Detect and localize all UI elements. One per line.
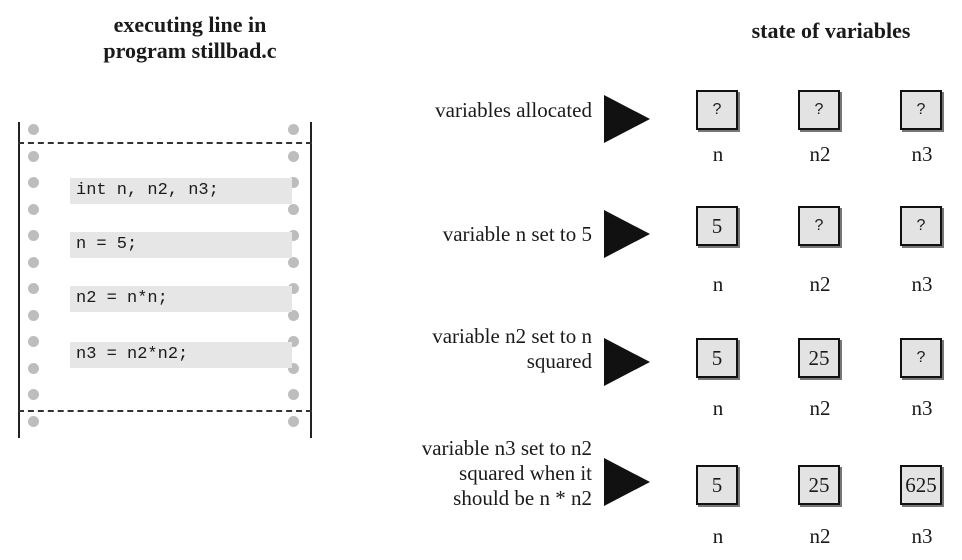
step-label: variables allocated [435,98,592,123]
code-line: n3 = n2*n2; [70,342,292,368]
step-label-line: variable n3 set to n2 [421,436,592,460]
sprocket-hole [28,309,39,321]
variable-value: ? [916,101,926,118]
variable-value: ? [814,217,824,234]
step-label-line: variables allocated [435,98,592,122]
variable-value: 5 [711,213,723,238]
variable-box: 5 [696,465,738,505]
step-label-line: variable n set to 5 [442,222,592,246]
program-listing: int n, n2, n3; n = 5; n2 = n*n; n3 = n2*… [18,122,312,438]
sprocket-hole [288,415,299,427]
sprocket-hole [28,389,39,400]
sprocket-hole [28,203,39,215]
variable-name: n [712,524,724,548]
variable-name: n [712,142,724,166]
variable-name: n3 [911,142,933,166]
sprocket-hole [28,124,39,135]
sprocket-hole [28,336,39,347]
variable-box: 5 [696,206,738,246]
variable-value: ? [916,349,926,366]
code-line: int n, n2, n3; [70,178,292,204]
left-heading: executing line in program stillbad.c [40,12,340,64]
step-label-line: should be n * n2 [453,486,592,510]
sprocket-hole [288,203,299,215]
sprocket-hole [28,283,39,294]
variable-box: ? [900,338,942,378]
sprocket-hole [288,124,299,135]
strip-top-tear-line [18,142,312,144]
variable-name: n3 [911,524,933,548]
variable-box: ? [696,90,738,130]
sprocket-hole [28,362,39,374]
right-heading: state of variables [751,18,911,43]
variable-value: 5 [711,345,723,370]
variable-value: 25 [808,472,830,497]
sprocket-hole [288,309,299,321]
variable-name: n2 [809,272,831,296]
variable-name: n3 [911,396,933,420]
variable-box: ? [798,90,840,130]
variable-name: n2 [809,396,831,420]
sprocket-hole [288,336,299,347]
sprocket-hole [28,256,39,268]
sprocket-hole [288,283,299,294]
sprocket-hole [28,230,39,241]
code-line: n = 5; [70,232,292,258]
left-heading-line-1: executing line in [113,12,267,37]
variable-box: ? [900,206,942,246]
variable-box: 5 [696,338,738,378]
variable-value: ? [916,217,926,234]
variable-value: 25 [808,345,830,370]
step-arrow-icon [604,95,650,143]
sprocket-hole [288,256,299,268]
variable-box: ? [798,206,840,246]
strip-right-edge [310,122,312,438]
variable-name: n2 [809,524,831,548]
step-label-line: squared when it [459,461,592,485]
code-line: n2 = n*n; [70,286,292,312]
variable-value: ? [814,101,824,118]
variable-box: 625 [900,465,942,505]
variable-value: 5 [711,472,723,497]
variable-name: n [712,396,724,420]
sprocket-hole [288,362,299,374]
variable-value: ? [712,101,722,118]
strip-bottom-tear-line [18,410,312,412]
left-heading-line-2: program stillbad.c [103,38,277,63]
variable-name: n [712,272,724,296]
sprocket-hole [28,150,39,162]
step-label-line: variable n2 set to n [432,324,592,348]
step-label: variable n2 set to n squared [432,324,592,374]
variable-box: 25 [798,465,840,505]
step-label: variable n set to 5 [443,222,592,247]
step-arrow-icon [604,458,650,506]
step-arrow-icon [604,338,650,386]
variable-box: 25 [798,338,840,378]
sprocket-hole [288,150,299,162]
variable-box: ? [900,90,942,130]
sprocket-hole [28,415,39,427]
sprocket-hole [288,230,299,241]
step-label-line: squared [526,349,592,373]
step-arrow-icon [604,210,650,258]
sprocket-hole [288,177,299,188]
strip-left-edge [18,122,20,438]
variable-name: n3 [911,272,933,296]
sprocket-hole [28,177,39,188]
variable-value: 625 [905,472,937,497]
variable-name: n2 [809,142,831,166]
sprocket-hole [288,389,299,400]
step-label: variable n3 set to n2 squared when it sh… [422,436,592,511]
